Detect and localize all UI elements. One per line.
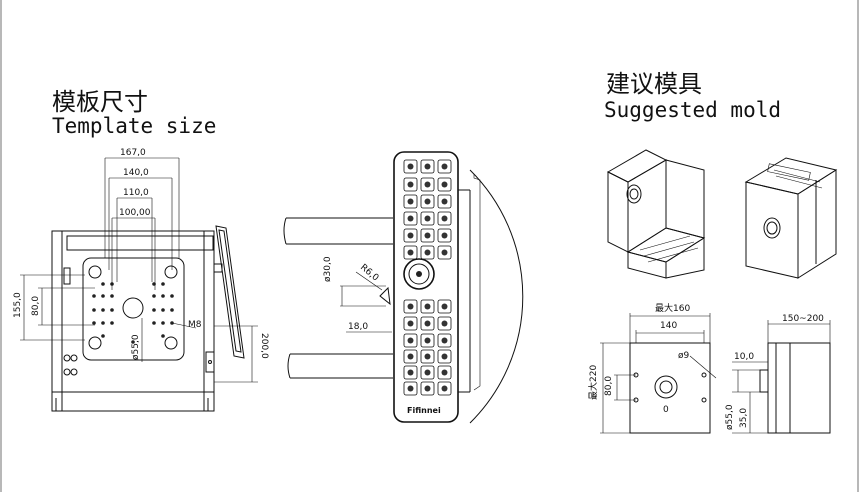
panel-button-symbol-icon bbox=[424, 337, 431, 344]
panel-button-symbol-icon bbox=[424, 249, 431, 256]
panel-button-symbol-icon bbox=[441, 337, 448, 344]
dim-hole-55: ø55,0 bbox=[131, 334, 141, 360]
panel-button-symbol-icon bbox=[424, 181, 431, 188]
panel-button-symbol-icon bbox=[441, 215, 448, 222]
dim-140: 140,0 bbox=[123, 168, 149, 178]
dim-d30: ø30,0 bbox=[323, 256, 333, 282]
template-size-title-en: Template size bbox=[52, 114, 217, 138]
template-side-door bbox=[215, 225, 245, 359]
suggested-mold-title-zh: 建议模具 bbox=[606, 70, 702, 98]
panel-button-symbol-icon bbox=[441, 163, 448, 170]
panel-button-symbol-icon bbox=[424, 320, 431, 327]
panel-button-symbol-icon bbox=[424, 353, 431, 360]
dim-200: 200,0 bbox=[259, 333, 269, 359]
panel-button-symbol-icon bbox=[407, 215, 414, 222]
panel-button-symbol-icon bbox=[441, 369, 448, 376]
panel-button-symbol-icon bbox=[407, 320, 414, 327]
panel-button-symbol-icon bbox=[424, 385, 431, 392]
panel-button-symbol-icon bbox=[441, 320, 448, 327]
panel-button-symbol-icon bbox=[441, 385, 448, 392]
dim-110: 110,0 bbox=[123, 188, 149, 198]
suggested-mold-title-en: Suggested mold bbox=[604, 98, 782, 122]
mold-side-view: 150~200 10,0 ø55,0 35,0 bbox=[725, 314, 831, 434]
template-size-title-zh: 模板尺寸 bbox=[52, 88, 148, 116]
mold-iso-view-2 bbox=[744, 157, 838, 279]
panel-button-symbol-icon bbox=[441, 303, 448, 310]
panel-button-symbol-icon bbox=[407, 249, 414, 256]
controller-panel-body bbox=[393, 151, 459, 423]
panel-button-symbol-icon bbox=[407, 337, 414, 344]
dim-18: 18,0 bbox=[348, 322, 368, 332]
controller-knob bbox=[403, 258, 435, 290]
panel-button-symbol-icon bbox=[441, 198, 448, 205]
dim-max160: 最大160 bbox=[655, 302, 690, 314]
template-mold-plate bbox=[82, 257, 185, 361]
dim-m8: M8 bbox=[188, 320, 202, 330]
panel-button-symbol-icon bbox=[407, 198, 414, 205]
dim-h35: 35,0 bbox=[739, 408, 749, 428]
controller-panel-drawing: Fifinnei ø30,0 R6,0 18,0 bbox=[283, 151, 524, 424]
dim-100: 100,00 bbox=[119, 208, 151, 218]
panel-button-symbol-icon bbox=[407, 163, 414, 170]
dim-max220: 最大220 bbox=[587, 365, 599, 400]
dim-h80: 80,0 bbox=[604, 376, 614, 396]
dim-w140: 140 bbox=[660, 321, 677, 331]
panel-button-symbol-icon bbox=[441, 181, 448, 188]
dim-155: 155,0 bbox=[13, 292, 23, 318]
panel-button-symbol-icon bbox=[424, 215, 431, 222]
panel-button-symbol-icon bbox=[407, 232, 414, 239]
mold-iso-view-1 bbox=[606, 149, 706, 279]
panel-button-symbol-icon bbox=[441, 249, 448, 256]
dim-d55: ø55,0 bbox=[725, 404, 735, 430]
mold-side-outline bbox=[767, 342, 831, 434]
panel-button-symbol-icon bbox=[424, 303, 431, 310]
controller-brand: Fifinnei bbox=[407, 406, 441, 415]
panel-button-symbol-icon bbox=[407, 385, 414, 392]
panel-button-symbol-icon bbox=[407, 369, 414, 376]
dim-167: 167,0 bbox=[120, 148, 146, 158]
mold-front-view: 最大160 140 ø9 最大220 80,0 0 bbox=[587, 302, 717, 434]
dim-range: 150~200 bbox=[782, 314, 824, 324]
dim-t10: 10,0 bbox=[734, 352, 754, 362]
template-plate-drawing: 167,0 140,0 110,0 100,00 155,0 80,0 ø55,… bbox=[13, 148, 269, 412]
detail-arc bbox=[469, 169, 524, 424]
suggested-mold-drawing: 最大160 140 ø9 最大220 80,0 0 bbox=[587, 149, 838, 434]
panel-button-symbol-icon bbox=[407, 303, 414, 310]
dim-hole9: ø9 bbox=[678, 351, 690, 361]
mold-front-outline bbox=[629, 342, 711, 434]
panel-button-symbol-icon bbox=[407, 181, 414, 188]
dim-r6: R6,0 bbox=[358, 263, 380, 284]
panel-button-symbol-icon bbox=[441, 232, 448, 239]
panel-button-symbol-icon bbox=[424, 163, 431, 170]
panel-button-symbol-icon bbox=[424, 369, 431, 376]
template-center-hole bbox=[122, 297, 144, 319]
panel-button-symbol-icon bbox=[407, 353, 414, 360]
dim-80: 80,0 bbox=[31, 296, 41, 316]
template-frame-outline bbox=[51, 230, 215, 412]
dim-zero: 0 bbox=[663, 405, 669, 415]
template-top-rail bbox=[66, 235, 214, 251]
panel-button-symbol-icon bbox=[441, 353, 448, 360]
panel-button-symbol-icon bbox=[424, 232, 431, 239]
panel-button-symbol-icon bbox=[424, 198, 431, 205]
